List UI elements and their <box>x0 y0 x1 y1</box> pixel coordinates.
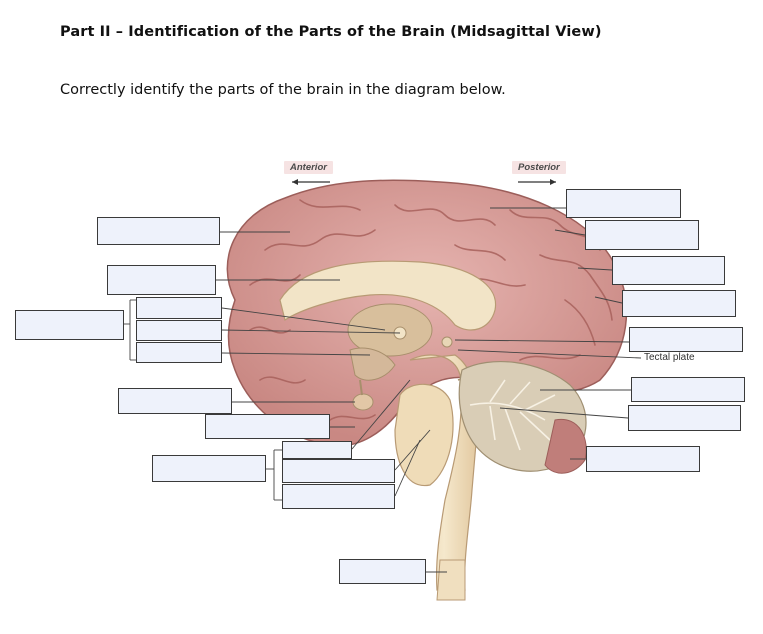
anterior-arrowhead <box>292 179 298 185</box>
answer-box-17[interactable] <box>622 290 736 317</box>
tectal-plate-label: Tectal plate <box>644 352 695 363</box>
answer-box-4[interactable] <box>136 297 222 319</box>
answer-box-1[interactable] <box>97 217 220 245</box>
answer-box-19[interactable] <box>631 377 745 402</box>
answer-box-9[interactable] <box>152 455 266 482</box>
answer-box-10[interactable] <box>282 441 352 459</box>
answer-box-5[interactable] <box>136 320 222 341</box>
arbor-vitae <box>469 379 556 451</box>
corpus-callosum <box>279 260 497 331</box>
page-title: Part II – Identification of the Parts of… <box>60 24 602 40</box>
pituitary-gland <box>352 393 374 411</box>
instruction-text: Correctly identify the parts of the brai… <box>60 82 506 98</box>
answer-box-6[interactable] <box>136 342 222 363</box>
answer-box-15[interactable] <box>585 220 699 250</box>
hypothalamus <box>349 347 396 381</box>
pineal-gland <box>441 336 453 348</box>
infundibulum <box>359 379 363 396</box>
leader-lines <box>124 207 642 573</box>
posterior-arrowhead <box>550 179 556 185</box>
posterior-label: Posterior <box>512 161 566 174</box>
answer-box-13[interactable] <box>339 559 426 584</box>
anterior-label: Anterior <box>284 161 333 174</box>
answer-box-16[interactable] <box>612 256 725 285</box>
answer-box-21[interactable] <box>586 446 700 472</box>
answer-box-18[interactable] <box>629 327 743 352</box>
pons <box>394 383 454 487</box>
answer-box-11[interactable] <box>282 459 395 483</box>
answer-box-3[interactable] <box>15 310 124 340</box>
answer-box-8[interactable] <box>205 414 330 439</box>
answer-box-20[interactable] <box>628 405 741 431</box>
spinal-cord <box>436 559 466 601</box>
thalamus <box>347 303 433 357</box>
answer-box-2[interactable] <box>107 265 216 295</box>
answer-box-14[interactable] <box>566 189 681 218</box>
cerebellum-hemisphere <box>544 418 587 474</box>
answer-box-12[interactable] <box>282 484 395 509</box>
answer-box-7[interactable] <box>118 388 232 414</box>
